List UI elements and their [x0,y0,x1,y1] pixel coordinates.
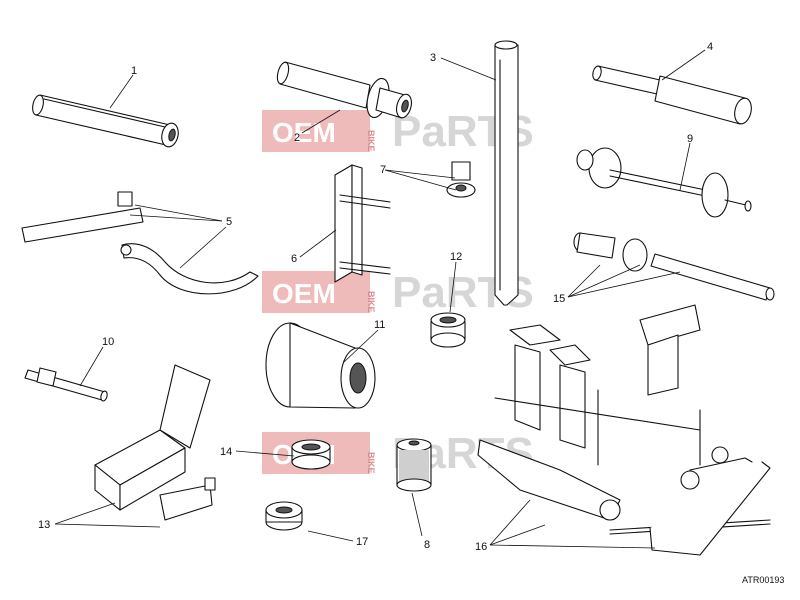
watermark-bike: BIKE [366,130,376,152]
watermark-row-2: OEM BIKE PaRTS [262,268,534,317]
part-8-knurled-sleeve[interactable] [396,438,432,492]
watermark-oem: OEM [272,278,336,309]
part-16-stands-and-jack[interactable] [477,304,771,556]
callout-3: 3 [430,52,436,64]
part-15-bearing-installer-set[interactable] [573,232,775,301]
callout-8: 8 [424,539,430,551]
callout-10: 10 [102,336,114,348]
callout-1: 1 [131,65,137,77]
part-14-threaded-ring[interactable] [291,439,331,470]
part-10-drift[interactable] [24,367,108,402]
callout-2: 2 [294,132,300,144]
callout-6: 6 [291,253,297,265]
drawing-code: ATR00193 [742,575,784,585]
part-11-threaded-bell[interactable] [265,322,376,409]
callout-17: 17 [356,536,368,548]
part-17-spacer-ring[interactable] [265,501,303,531]
leader-lines [54,49,706,549]
callout-13: 13 [38,519,50,531]
callout-14: 14 [220,446,232,458]
watermark-bike: BIKE [366,452,376,474]
part-4-stepped-pin[interactable] [592,65,754,125]
watermark-bike: BIKE [366,291,376,313]
part-3-long-shaft[interactable] [494,40,519,306]
part-7-adapter[interactable] [446,161,476,198]
callout-16: 16 [475,541,487,553]
part-9-bearing-puller[interactable] [576,147,752,218]
callout-5: 5 [226,216,232,228]
part-2-flanged-bush-tool[interactable] [275,61,414,120]
part-6-holding-plate[interactable] [334,164,391,283]
part-12-ring-bush[interactable] [430,312,466,348]
callout-12: 12 [450,251,462,263]
callout-11: 11 [374,319,385,331]
watermark-oem: OEM [272,117,336,148]
callout-labels: 1 2 3 4 5 6 7 8 9 10 11 12 13 14 15 16 1… [38,41,713,553]
callout-15: 15 [553,293,565,305]
part-13-tool-case-and-clamp[interactable] [94,364,216,521]
callout-4: 4 [707,41,713,53]
callout-9: 9 [687,133,693,145]
callout-7: 7 [380,164,386,176]
part-5-pin-wrench-set[interactable] [21,191,259,295]
part-1-rod[interactable] [31,94,181,148]
